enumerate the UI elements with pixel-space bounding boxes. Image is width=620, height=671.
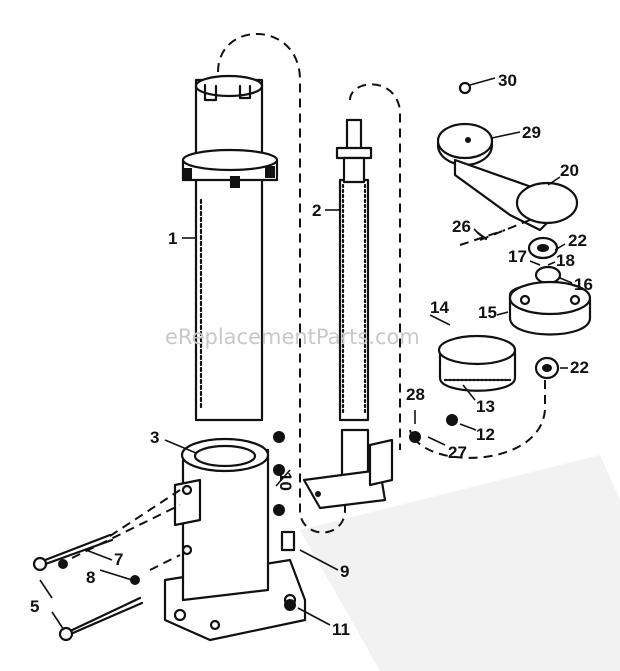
label-part-18: 18 bbox=[556, 251, 575, 270]
hardware bbox=[32, 431, 296, 642]
label-part-15: 15 bbox=[478, 303, 497, 322]
label-part-8: 8 bbox=[86, 568, 95, 587]
label-part-11: 11 bbox=[332, 620, 350, 639]
base-casting bbox=[163, 437, 307, 642]
label-part-30: 30 bbox=[498, 71, 517, 90]
label-part-9: 9 bbox=[340, 562, 349, 581]
crank-handle-assembly bbox=[436, 77, 579, 232]
part-labels: 1 2 3 5 7 8 9 10 11 12 13 14 15 16 17 18… bbox=[30, 71, 593, 639]
label-part-17: 17 bbox=[508, 247, 527, 266]
label-part-10: 10 bbox=[276, 472, 295, 491]
label-part-26: 26 bbox=[452, 217, 471, 236]
leader-lines bbox=[39, 176, 573, 631]
label-part-13: 13 bbox=[476, 397, 495, 416]
label-part-28: 28 bbox=[406, 385, 425, 404]
watermark: eReplacementParts.com bbox=[165, 325, 420, 349]
label-part-29: 29 bbox=[522, 123, 541, 142]
label-part-22-upper: 22 bbox=[568, 231, 587, 250]
label-part-1: 1 bbox=[168, 229, 177, 248]
label-part-7: 7 bbox=[114, 550, 123, 569]
label-part-22-lower: 22 bbox=[570, 358, 589, 377]
label-part-27: 27 bbox=[448, 443, 467, 462]
label-part-12: 12 bbox=[476, 425, 495, 444]
label-part-14: 14 bbox=[430, 298, 449, 317]
label-part-16: 16 bbox=[574, 275, 593, 294]
guide-line-column bbox=[217, 33, 346, 534]
label-part-20: 20 bbox=[560, 161, 579, 180]
label-part-5: 5 bbox=[30, 597, 39, 616]
elevating-rack bbox=[302, 83, 401, 510]
label-part-2: 2 bbox=[312, 201, 321, 220]
gear-assembly bbox=[409, 219, 592, 459]
column-tube bbox=[181, 74, 279, 422]
label-part-3: 3 bbox=[150, 428, 159, 447]
pins bbox=[409, 231, 488, 443]
table-shading bbox=[300, 455, 620, 671]
